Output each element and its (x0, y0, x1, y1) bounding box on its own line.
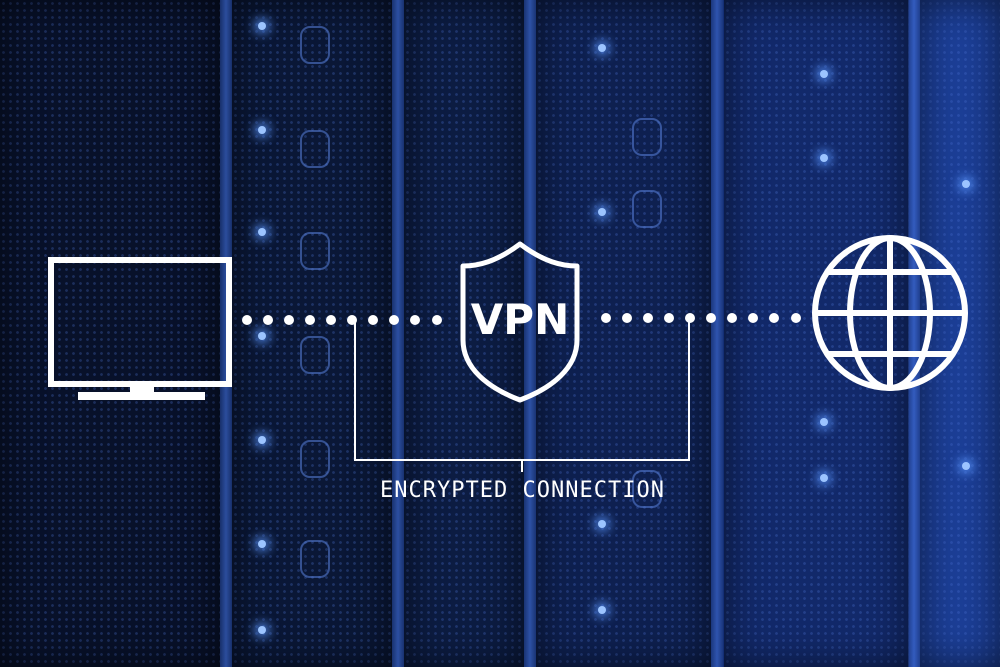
status-led (258, 626, 266, 634)
shield-label: VPN (471, 295, 569, 344)
drive-handle (300, 232, 330, 270)
status-led (258, 540, 266, 548)
connection-dots-right (601, 313, 801, 323)
status-led (258, 228, 266, 236)
status-led (598, 44, 606, 52)
server-rack (724, 0, 909, 667)
status-led (962, 462, 970, 470)
drive-handle (632, 470, 662, 508)
drive-handle (300, 540, 330, 578)
drive-handle (300, 26, 330, 64)
server-rack (536, 0, 711, 667)
rack-frame (711, 0, 723, 667)
status-led (258, 126, 266, 134)
status-led (598, 208, 606, 216)
status-led (820, 70, 828, 78)
connection-dots-left (242, 315, 442, 325)
status-led (258, 22, 266, 30)
status-led (820, 154, 828, 162)
server-rack (0, 0, 220, 667)
encryption-bracket (354, 320, 690, 472)
connection-caption: ENCRYPTED CONNECTION (380, 478, 665, 503)
status-led (820, 418, 828, 426)
drive-handle (300, 440, 330, 478)
laptop-icon (48, 257, 232, 400)
drive-handle (300, 130, 330, 168)
rack-frame (908, 0, 920, 667)
status-led (598, 606, 606, 614)
drive-handle (632, 190, 662, 228)
status-led (598, 520, 606, 528)
drive-handle (300, 336, 330, 374)
globe-icon (812, 235, 968, 391)
status-led (258, 332, 266, 340)
status-led (258, 436, 266, 444)
drive-handle (632, 118, 662, 156)
status-led (962, 180, 970, 188)
shield-icon: VPN (460, 241, 580, 403)
rack-frame (392, 0, 404, 667)
server-rack (920, 0, 1000, 667)
status-led (820, 474, 828, 482)
rack-frame (524, 0, 536, 667)
